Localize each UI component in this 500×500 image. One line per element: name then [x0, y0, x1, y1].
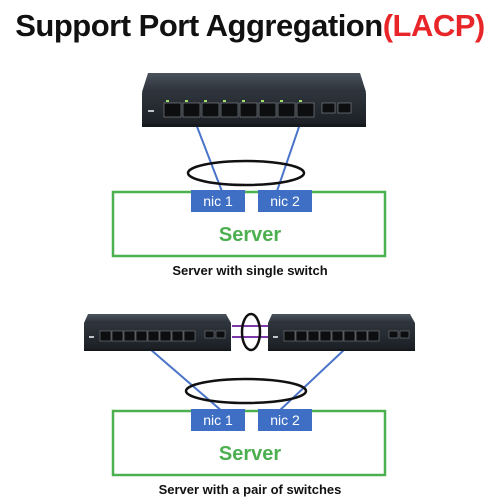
switch-bottom-right-ports — [283, 330, 410, 342]
title-accent: (LACP) — [382, 8, 486, 43]
page-title: Support Port Aggregation(LACP) — [0, 8, 500, 44]
switch-top — [142, 73, 366, 127]
switch-top-ports — [163, 102, 352, 118]
server-label-bottom: Server — [219, 443, 281, 465]
lacp-bundle-ring-bottom — [184, 377, 308, 405]
lacp-bundle-ring-interswitch — [240, 312, 262, 352]
title-main: Support Port Aggregation — [15, 8, 383, 43]
nic-label-top-1: nic 1 — [203, 193, 233, 209]
nic-label-bottom-2: nic 2 — [270, 412, 300, 428]
caption-top: Server with single switch — [172, 263, 327, 278]
server-box-top — [111, 190, 387, 258]
nic-label-bottom-1: nic 1 — [203, 412, 233, 428]
switch-bottom-left-ports — [99, 330, 226, 342]
lacp-bundle-ring-top — [186, 159, 306, 187]
switch-bottom-left — [84, 314, 231, 351]
cable-bottom-right — [277, 348, 346, 413]
caption-bottom: Server with a pair of switches — [159, 482, 342, 497]
nic-label-top-2: nic 2 — [270, 193, 300, 209]
cable-top-left — [195, 123, 224, 195]
server-box-bottom — [111, 409, 387, 477]
nic-box-bottom-2 — [258, 409, 312, 431]
nic-box-bottom-1 — [191, 409, 245, 431]
nic-box-top-2 — [258, 190, 312, 212]
nic-box-top-1 — [191, 190, 245, 212]
switch-bottom-right — [268, 314, 415, 351]
server-label-top: Server — [219, 224, 281, 246]
